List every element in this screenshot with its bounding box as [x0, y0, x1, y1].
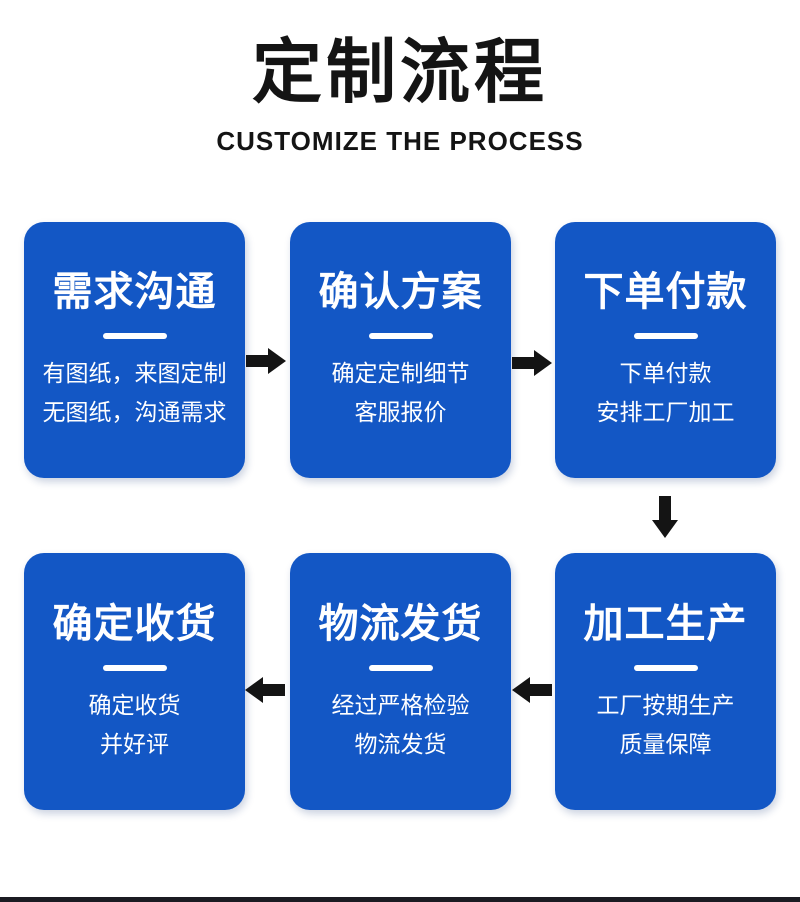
divider-line — [368, 664, 433, 671]
page-title: 定制流程 — [252, 33, 548, 111]
step-title: 确认方案 — [318, 270, 483, 314]
divider-line — [633, 333, 698, 339]
step-detail: 物流发货 — [354, 730, 447, 757]
step-card-shipping: 物流发货 经过严格检验 物流发货 — [290, 553, 511, 810]
arrow-down-icon — [652, 496, 678, 538]
step-card-receipt-confirmation: 确定收货 确定收货 并好评 — [24, 553, 245, 810]
step-detail: 并好评 — [100, 730, 169, 757]
step-detail: 下单付款 — [619, 360, 712, 386]
step-title: 加工生产 — [583, 601, 748, 646]
step-detail: 有图纸，来图定制 — [42, 360, 227, 386]
arrow-left-icon — [512, 677, 552, 703]
footer-divider-bar — [0, 897, 800, 902]
step-detail: 工厂按期生产 — [596, 691, 735, 718]
step-card-confirm-plan: 确认方案 确定定制细节 客服报价 — [290, 222, 511, 478]
step-card-production: 加工生产 工厂按期生产 质量保障 — [555, 553, 776, 810]
divider-line — [102, 664, 167, 671]
step-title: 确定收货 — [52, 601, 217, 646]
divider-line — [368, 333, 433, 339]
step-detail: 确定收货 — [88, 691, 181, 718]
step-card-demand-communication: 需求沟通 有图纸，来图定制 无图纸，沟通需求 — [24, 222, 245, 478]
step-detail: 确定定制细节 — [331, 360, 470, 386]
arrow-left-icon — [245, 677, 285, 703]
step-card-order-payment: 下单付款 下单付款 安排工厂加工 — [555, 222, 776, 478]
step-detail: 客服报价 — [354, 399, 447, 425]
page-subtitle: CUSTOMIZE THE PROCESS — [216, 126, 584, 156]
step-title: 需求沟通 — [52, 270, 217, 314]
divider-line — [633, 664, 698, 671]
divider-line — [102, 333, 167, 339]
arrow-right-icon — [512, 350, 552, 376]
step-title: 下单付款 — [583, 270, 748, 314]
step-detail: 经过严格检验 — [331, 691, 470, 718]
step-detail: 安排工厂加工 — [596, 399, 735, 425]
step-detail: 质量保障 — [619, 730, 712, 757]
step-title: 物流发货 — [318, 601, 483, 646]
arrow-right-icon — [246, 348, 286, 374]
step-detail: 无图纸，沟通需求 — [42, 399, 227, 425]
